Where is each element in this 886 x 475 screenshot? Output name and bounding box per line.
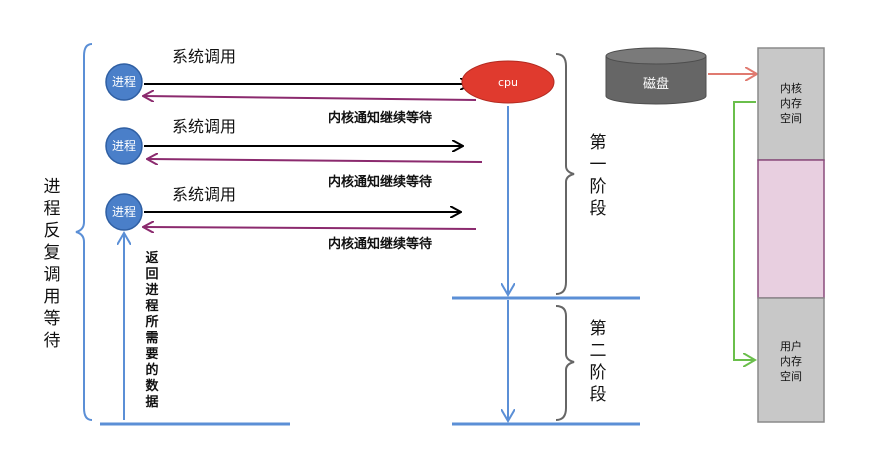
stage1-brace — [555, 53, 575, 295]
stage1-label-char: 第 — [590, 133, 607, 153]
return-label-char: 返 — [145, 251, 158, 266]
left-label-char: 复 — [44, 243, 61, 263]
syscall-label-1: 系统调用 — [172, 47, 236, 66]
kernel-label-line: 空间 — [780, 111, 802, 125]
kernel-to-user-arrow — [733, 101, 756, 360]
stage2-label-char: 第 — [590, 319, 607, 339]
stage1-label-char: 段 — [590, 199, 607, 219]
stage2-brace — [555, 305, 575, 421]
stage2-label-char: 段 — [590, 385, 607, 405]
notify-arrow-1 — [144, 96, 477, 100]
user-space-label: 用户 内存 空间 — [780, 339, 802, 383]
user-label-line: 内存 — [780, 354, 802, 368]
left-label-char: 用 — [44, 287, 61, 307]
return-label-char: 要 — [145, 347, 158, 362]
return-label-char: 据 — [145, 394, 158, 410]
syscall-label-2: 系统调用 — [172, 117, 236, 136]
process-node-3: 进程 — [105, 193, 143, 231]
process-node-1: 进程 — [105, 63, 143, 101]
notify-arrow-2 — [148, 159, 483, 162]
process-label: 进程 — [112, 138, 136, 153]
kernel-space-label: 内核 内存 空间 — [780, 81, 802, 125]
disk-label: 磁盘 — [643, 76, 669, 92]
notify-label-1: 内核通知继续等待 — [328, 110, 432, 126]
notify-arrow-3 — [144, 227, 477, 229]
process-node-2: 进程 — [105, 127, 143, 165]
left-label-char: 调 — [44, 265, 61, 285]
return-label-char: 回 — [145, 267, 158, 282]
return-data-label: 返 回 进 程 所 需 要 的 数 据 — [145, 251, 159, 410]
cpu-label: cpu — [498, 76, 518, 89]
left-label-char: 等 — [44, 309, 61, 329]
user-label-line: 空间 — [780, 369, 802, 383]
memory-column — [757, 47, 825, 423]
stage1-label: 第 一 阶 段 — [590, 133, 607, 219]
stage1-label-char: 一 — [590, 155, 607, 175]
left-label-char: 反 — [44, 221, 61, 241]
notify-label-2: 内核通知继续等待 — [328, 174, 432, 190]
return-label-char: 所 — [145, 314, 158, 330]
stage2-label-char: 阶 — [590, 363, 607, 383]
return-label-char: 的 — [145, 362, 158, 378]
disk-cylinder-icon: 磁盘 — [605, 47, 707, 105]
process-label: 进程 — [112, 74, 136, 89]
syscall-label-3: 系统调用 — [172, 185, 236, 204]
return-label-char: 进 — [145, 283, 158, 298]
left-label-char: 程 — [44, 199, 61, 219]
return-label-char: 数 — [145, 378, 159, 394]
notify-label-3: 内核通知继续等待 — [328, 236, 432, 252]
left-label-char: 待 — [44, 331, 61, 351]
return-label-char: 程 — [145, 299, 158, 314]
middle-memory-block — [757, 159, 825, 299]
stage2-label: 第 二 阶 段 — [590, 319, 607, 405]
process-label: 进程 — [112, 204, 136, 219]
left-brace — [75, 43, 93, 421]
left-vertical-label: 进 程 反 复 调 用 等 待 — [44, 177, 61, 351]
user-label-line: 用户 — [780, 339, 802, 353]
cpu-node: cpu — [461, 60, 555, 104]
return-label-char: 需 — [145, 331, 158, 346]
stage2-label-char: 二 — [590, 341, 607, 361]
kernel-label-line: 内核 — [780, 81, 802, 95]
left-label-char: 进 — [44, 177, 61, 197]
stage1-label-char: 阶 — [590, 177, 607, 197]
user-memory-block — [757, 297, 825, 423]
kernel-label-line: 内存 — [780, 96, 802, 110]
